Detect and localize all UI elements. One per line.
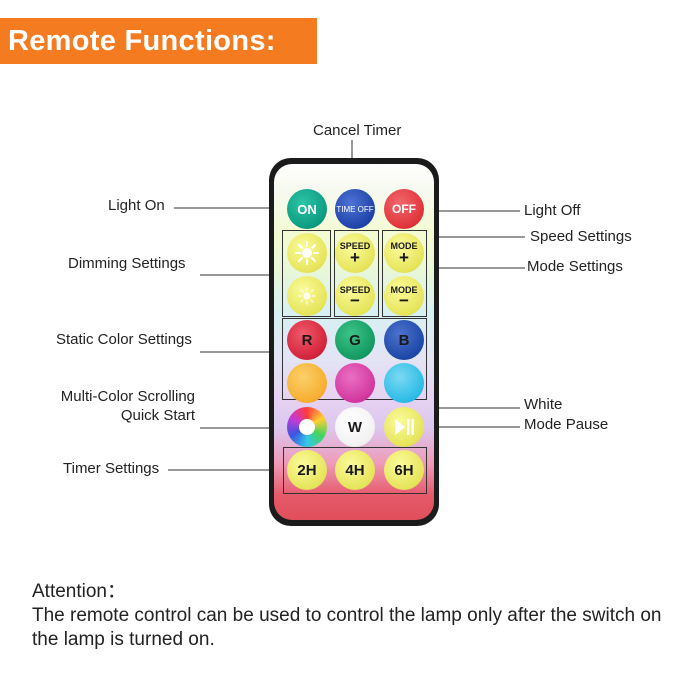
timer-4h-button[interactable]: 4H [335, 450, 375, 490]
speed-minus-sign: − [350, 291, 360, 310]
mode-group-box [382, 230, 427, 317]
sun-bright-icon [295, 241, 319, 265]
mode-pause-button[interactable] [384, 407, 424, 447]
speed-plus-button[interactable]: SPEED + [335, 233, 375, 273]
speed-minus-text: SPEED [339, 285, 371, 295]
speed-group-box [334, 230, 379, 317]
time-off-button[interactable]: TIME OFF [335, 189, 375, 229]
speed-plus-sign: + [350, 248, 360, 267]
white-button[interactable]: W [335, 407, 375, 447]
magenta-button[interactable] [335, 363, 375, 403]
label-multi-color-line1: Multi-Color Scrolling [60, 388, 195, 405]
label-multi-color-line2: Quick Start [120, 407, 195, 424]
timer-group-box [283, 447, 427, 494]
red-button[interactable]: R [287, 320, 327, 360]
label-light-off: Light Off [524, 202, 581, 219]
attention-text: The remote control can be used to contro… [32, 605, 662, 650]
orange-button[interactable] [287, 363, 327, 403]
blue-button[interactable]: B [384, 320, 424, 360]
multi-color-button[interactable] [287, 407, 327, 447]
green-button[interactable]: G [335, 320, 375, 360]
label-light-on: Light On [108, 197, 165, 214]
brightness-up-button[interactable] [287, 233, 327, 273]
multi-color-center [299, 419, 315, 435]
speed-minus-button[interactable]: SPEED − [335, 276, 375, 316]
label-mode-pause: Mode Pause [524, 416, 609, 433]
mode-minus-text: MODE [390, 285, 418, 295]
speed-plus-text: SPEED [339, 241, 371, 251]
mode-plus-text: MODE [390, 241, 418, 251]
off-button[interactable]: OFF [384, 189, 424, 229]
mode-plus-sign: + [399, 248, 409, 267]
play-pause-icon [395, 419, 414, 435]
brightness-down-button[interactable] [287, 276, 327, 316]
label-static-color-settings: Static Color Settings [56, 331, 192, 348]
label-white: White [524, 396, 563, 413]
label-dimming-settings: Dimming Settings [68, 255, 186, 272]
mode-minus-sign: − [399, 291, 409, 310]
timer-2h-button[interactable]: 2H [287, 450, 327, 490]
timer-6h-button[interactable]: 6H [384, 450, 424, 490]
label-speed-settings: Speed Settings [530, 228, 632, 245]
mode-plus-button[interactable]: MODE + [384, 233, 424, 273]
attention-title: Attention： [32, 581, 126, 602]
label-cancel-timer: Cancel Timer [313, 122, 402, 139]
on-button[interactable]: ON [287, 189, 327, 229]
label-mode-settings: Mode Settings [527, 258, 623, 275]
cyan-button[interactable] [384, 363, 424, 403]
remote-functions-banner: Remote Functions: [0, 18, 317, 64]
sun-dim-icon [298, 287, 316, 305]
dimming-group-box [282, 230, 331, 317]
label-timer-settings: Timer Settings [63, 460, 160, 477]
mode-minus-button[interactable]: MODE − [384, 276, 424, 316]
